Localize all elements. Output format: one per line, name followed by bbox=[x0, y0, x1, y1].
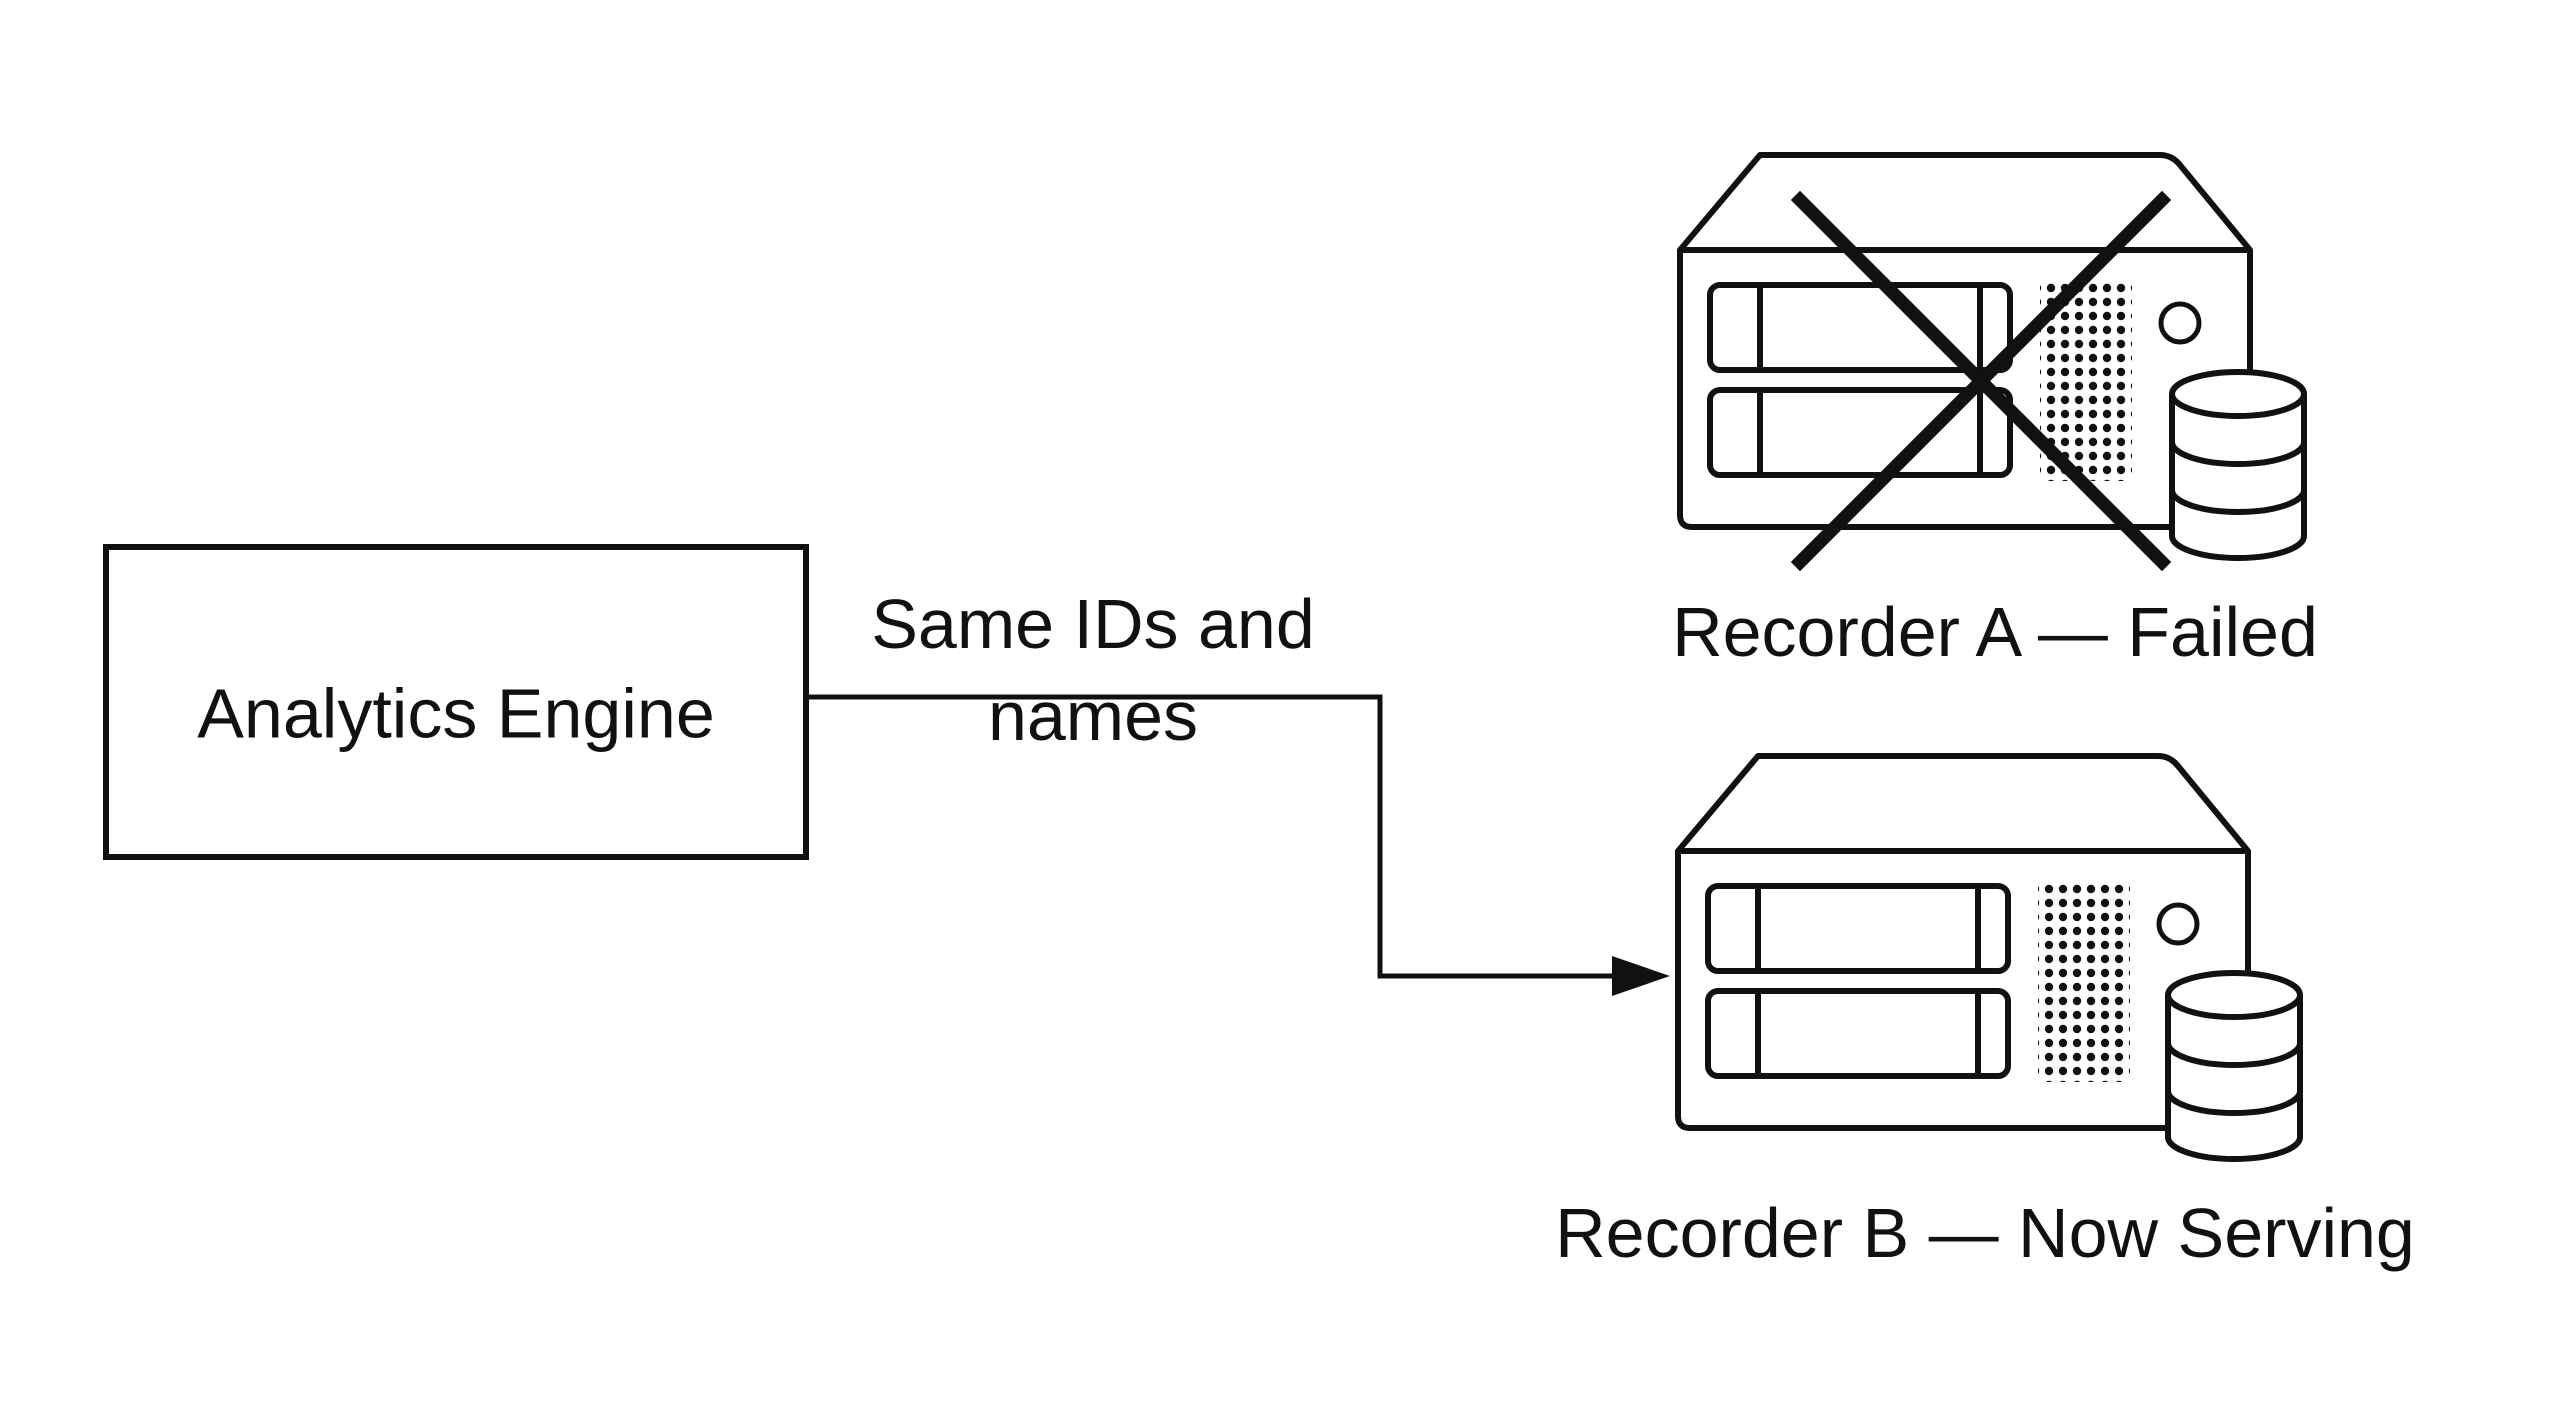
x-cross-icon bbox=[1790, 190, 2172, 572]
recorder-a-node: Recorder A — Failed bbox=[1672, 155, 2318, 671]
analytics-engine-label: Analytics Engine bbox=[197, 674, 715, 752]
database-icon bbox=[2168, 973, 2300, 1159]
edge-label-line2: names bbox=[988, 677, 1198, 755]
recorder-a-label: Recorder A — Failed bbox=[1672, 593, 2318, 671]
edge-label-line1: Same IDs and bbox=[871, 585, 1315, 663]
server-icon bbox=[1680, 155, 2250, 527]
server-icon bbox=[1678, 756, 2248, 1128]
database-icon bbox=[2172, 372, 2304, 558]
connector-edge: Same IDs and names bbox=[806, 585, 1670, 996]
recorder-b-label: Recorder B — Now Serving bbox=[1555, 1194, 2415, 1272]
connector-line bbox=[806, 694, 1625, 979]
analytics-engine-node: Analytics Engine bbox=[103, 544, 809, 860]
recorder-b-node: Recorder B — Now Serving bbox=[1555, 756, 2415, 1272]
arrowhead-icon bbox=[1612, 956, 1670, 996]
analytics-engine-box bbox=[103, 544, 809, 860]
